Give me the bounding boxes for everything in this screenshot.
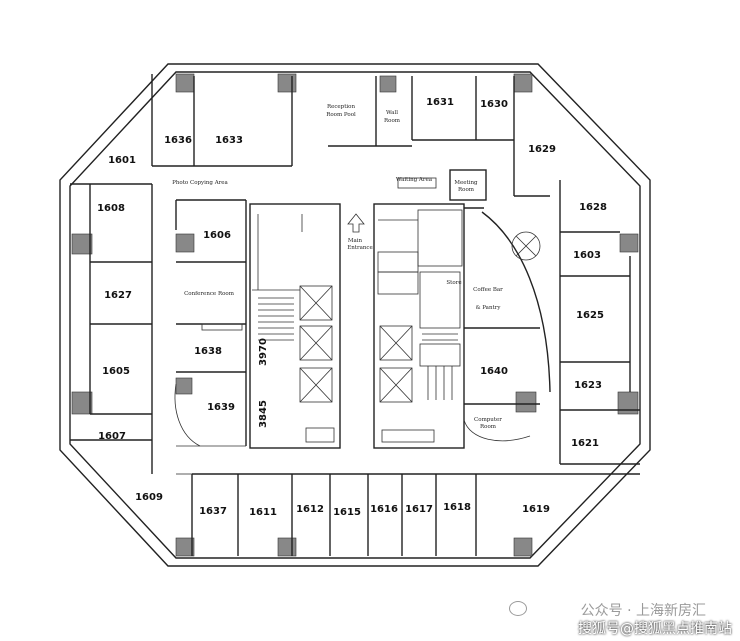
label-room-pool: Room Pool <box>326 112 356 118</box>
room-1617: 1617 <box>405 504 433 515</box>
label-conference-room: Conference Room <box>184 291 235 297</box>
outer-wall <box>59 63 651 567</box>
room-1601: 1601 <box>108 155 136 166</box>
room-1612: 1612 <box>296 504 324 515</box>
label-reception: Reception <box>327 104 356 110</box>
room-1619: 1619 <box>522 504 550 515</box>
room-1611: 1611 <box>249 507 277 518</box>
label-wall-room: Room <box>384 118 401 124</box>
room-1603: 1603 <box>573 250 601 261</box>
room-1633: 1633 <box>215 135 243 146</box>
room-1631: 1631 <box>426 97 454 108</box>
room-1606: 1606 <box>203 230 231 241</box>
wechat-icon <box>509 601 527 616</box>
dimension-3845: 3845 <box>258 400 269 428</box>
room-1623: 1623 <box>574 380 602 391</box>
label-meeting-room: Meeting <box>454 180 478 186</box>
label-main-entrance: Main <box>348 238 363 244</box>
room-numbers: 1601 1636 1633 1631 1630 1629 1628 1603 … <box>97 97 607 518</box>
label-photo-copying: Photo Copying Area <box>172 180 228 186</box>
area-labels: Reception Room Pool Wall Room Photo Copy… <box>172 104 503 430</box>
label-computer-room-2: Room <box>480 424 497 430</box>
room-1627: 1627 <box>104 290 132 301</box>
watermark-account: 公众号 · 上海新房汇 <box>580 603 706 619</box>
label-meeting-room-2: Room <box>458 187 475 193</box>
room-1628: 1628 <box>579 202 607 213</box>
room-1607: 1607 <box>98 431 126 442</box>
label-coffee-bar: Coffee Bar <box>473 287 503 293</box>
room-1639: 1639 <box>207 402 235 413</box>
label-computer-room: Computer <box>474 417 502 423</box>
room-1636: 1636 <box>164 135 192 146</box>
room-1615: 1615 <box>333 507 361 518</box>
room-1605: 1605 <box>102 366 130 377</box>
room-1630: 1630 <box>480 99 508 110</box>
room-1629: 1629 <box>528 144 556 155</box>
label-store: Store <box>446 280 461 286</box>
room-1609: 1609 <box>135 492 163 503</box>
room-1618: 1618 <box>443 502 471 513</box>
entrance-arrow-icon <box>347 213 365 233</box>
dimension-3970: 3970 <box>258 338 269 366</box>
label-waiting-area: Waiting Area <box>396 177 433 183</box>
room-1616: 1616 <box>370 504 398 515</box>
inner-wall <box>69 71 641 559</box>
label-wall: Wall <box>386 110 398 116</box>
room-1638: 1638 <box>194 346 222 357</box>
label-coffee-bar-2: & Pantry <box>476 305 502 311</box>
room-1640: 1640 <box>480 366 508 377</box>
partitions <box>70 74 640 556</box>
room-1621: 1621 <box>571 438 599 449</box>
room-1625: 1625 <box>576 310 604 321</box>
stairs <box>258 297 458 400</box>
room-1637: 1637 <box>199 506 227 517</box>
room-1608: 1608 <box>97 203 125 214</box>
label-main-entrance-2: Entrance <box>347 245 373 251</box>
watermark-source: 搜狐号@搜狐黑点推南站 <box>578 621 732 637</box>
